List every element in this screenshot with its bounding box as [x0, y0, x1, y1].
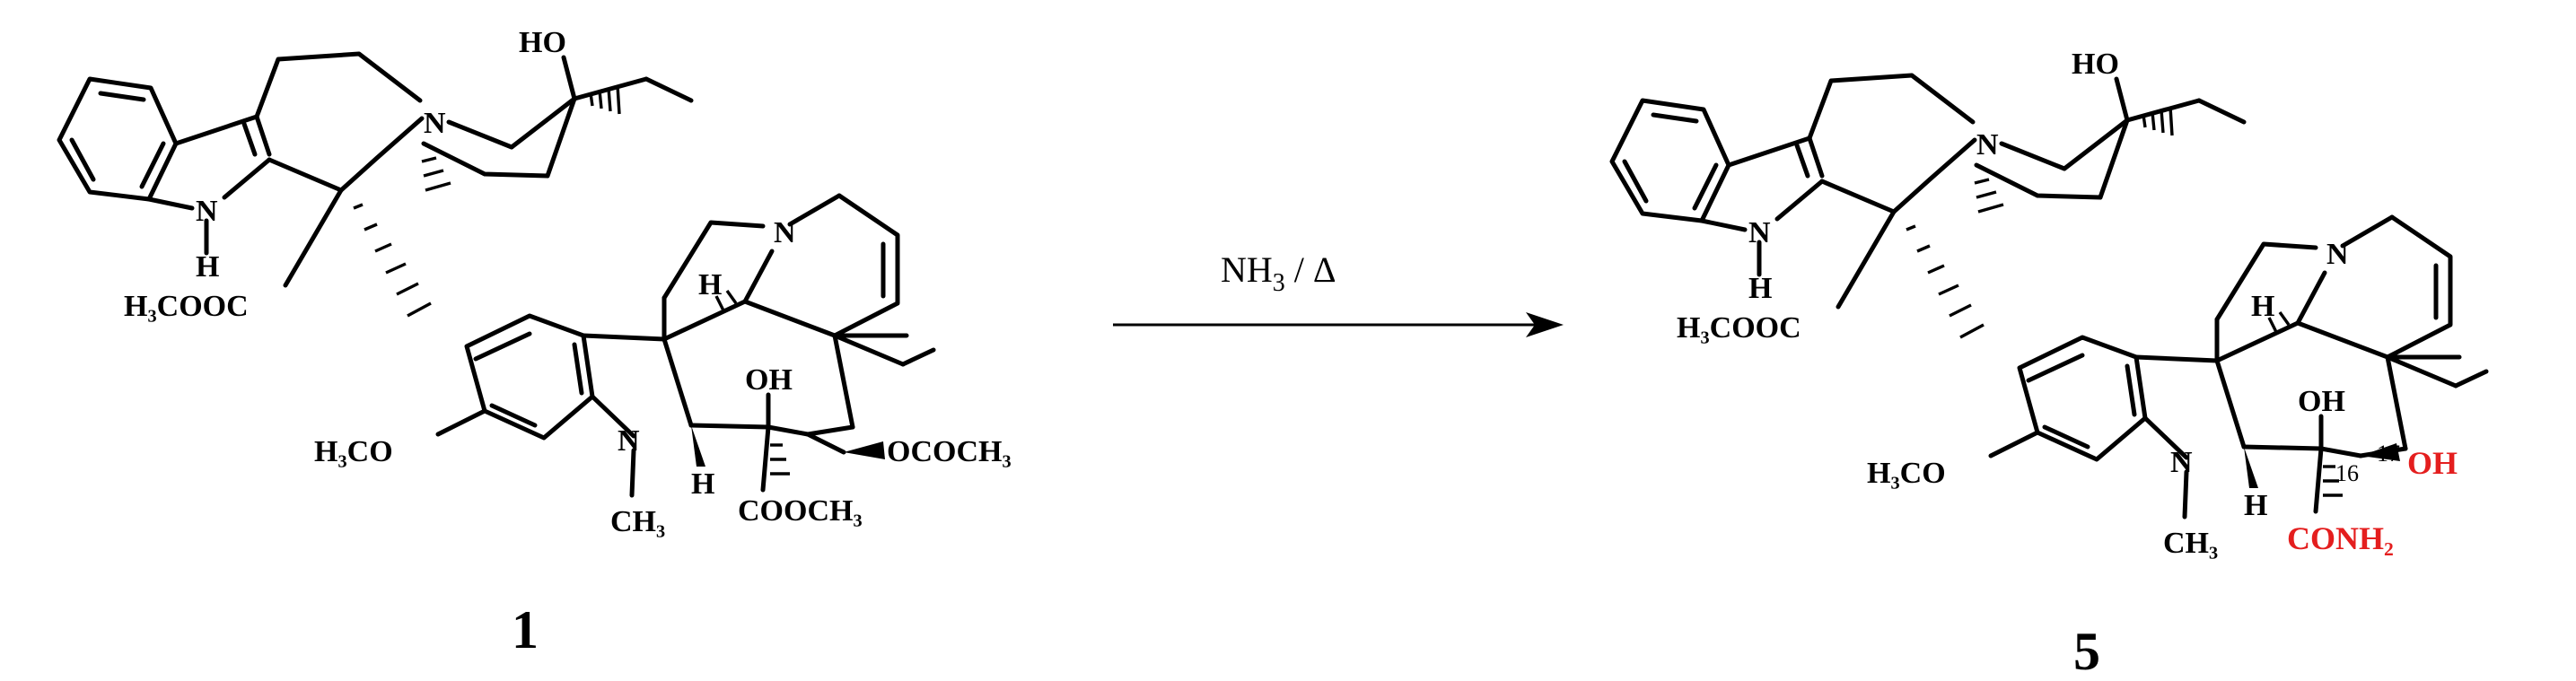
hydroxy-label: HO	[519, 26, 566, 59]
upper-ester-label-5: H₃COOC	[1677, 311, 1801, 345]
hydroxy-lower-label: OH	[745, 363, 793, 397]
upper-benzene-ring	[57, 76, 179, 202]
hydroxy-lower-label-5: OH	[2298, 385, 2345, 418]
reagent-label: NH3 / Δ	[1221, 249, 1336, 297]
new-hydroxy-label: OH	[2407, 445, 2458, 481]
indoline-n-label: N	[618, 424, 640, 458]
upper-nine-membered-ring-5	[1807, 73, 2247, 214]
reagent-subscript: 3	[1273, 269, 1285, 297]
upper-ester-bond-5	[1836, 209, 1897, 310]
n-methyl-label-5: CH₃	[2163, 527, 2218, 560]
lower-indoline-cage	[581, 193, 936, 498]
compound-5-number: 5	[2073, 622, 2100, 681]
lower-ester-label: COOCH₃	[738, 494, 863, 528]
compound-1-number: 1	[512, 600, 539, 659]
reaction-arrow-icon	[1526, 312, 1564, 337]
indole-h-label: H	[196, 250, 219, 284]
heat-triangle-icon: Δ	[1313, 249, 1336, 290]
amine-n-label-5: N	[1976, 128, 1999, 162]
n-methyl-label: CH₃	[610, 505, 665, 538]
compound-5-structure: HO N N H H₃COOC N H OH H₃CO N H CH₃ 16 1…	[1609, 48, 2489, 681]
lower-stereo-bonds	[691, 290, 885, 476]
lower-benzene-ring-5	[1988, 335, 2148, 462]
upper-ester-label: H₃COOC	[124, 290, 249, 323]
methoxy-label-5: H₃CO	[1867, 457, 1946, 490]
methoxy-label: H₃CO	[314, 435, 393, 468]
upper-hash-bonds	[353, 84, 621, 318]
indole-n-label: N	[196, 195, 218, 228]
upper-nine-membered-ring	[254, 51, 694, 193]
upper-ester-bond	[283, 188, 344, 288]
locant-17: 17	[2377, 441, 2400, 467]
ring-h-label: H	[698, 268, 722, 301]
ring-n-label-5: N	[2326, 238, 2349, 271]
compound-1-labels: HO N N H H₃COOC N H OH H₃CO N H CH₃ OCOC…	[124, 26, 1012, 538]
indole-n-label-5: N	[1748, 216, 1771, 249]
indoline-h-label-5: H	[2244, 489, 2267, 522]
acetoxy-label: OCOCH₃	[887, 435, 1012, 468]
locant-16: 16	[2335, 460, 2359, 486]
compound-5-labels: HO N N H H₃COOC N H OH H₃CO N H CH₃ 16 1…	[1677, 48, 2458, 560]
upper-benzene-ring-5	[1609, 98, 1731, 223]
lower-stereo-bonds-5	[2244, 311, 2400, 497]
upper-hash-bonds-5	[1906, 106, 2174, 339]
lower-benzene-ring	[435, 313, 595, 441]
reagent-nh: NH	[1221, 249, 1273, 290]
indoline-n-label-5: N	[2170, 446, 2193, 479]
ring-n-label: N	[774, 216, 796, 249]
ring-h-label-5: H	[2251, 290, 2274, 323]
upper-indole-pyrrole-5	[1699, 135, 1825, 277]
amine-n-label: N	[424, 107, 446, 140]
reaction-arrow-group: NH3 / Δ	[1113, 249, 1564, 337]
amide-label: CONH₂	[2287, 520, 2394, 556]
reagent-separator: /	[1285, 249, 1313, 290]
hydroxy-label-5: HO	[2072, 48, 2119, 81]
indoline-h-label: H	[691, 467, 714, 501]
lower-indoline-cage-5	[2134, 214, 2489, 519]
compound-1-structure: HO N N H H₃COOC N H OH H₃CO N H CH₃ OCOC…	[57, 26, 1012, 659]
upper-indole-pyrrole	[146, 114, 272, 256]
indole-h-label-5: H	[1748, 272, 1772, 305]
